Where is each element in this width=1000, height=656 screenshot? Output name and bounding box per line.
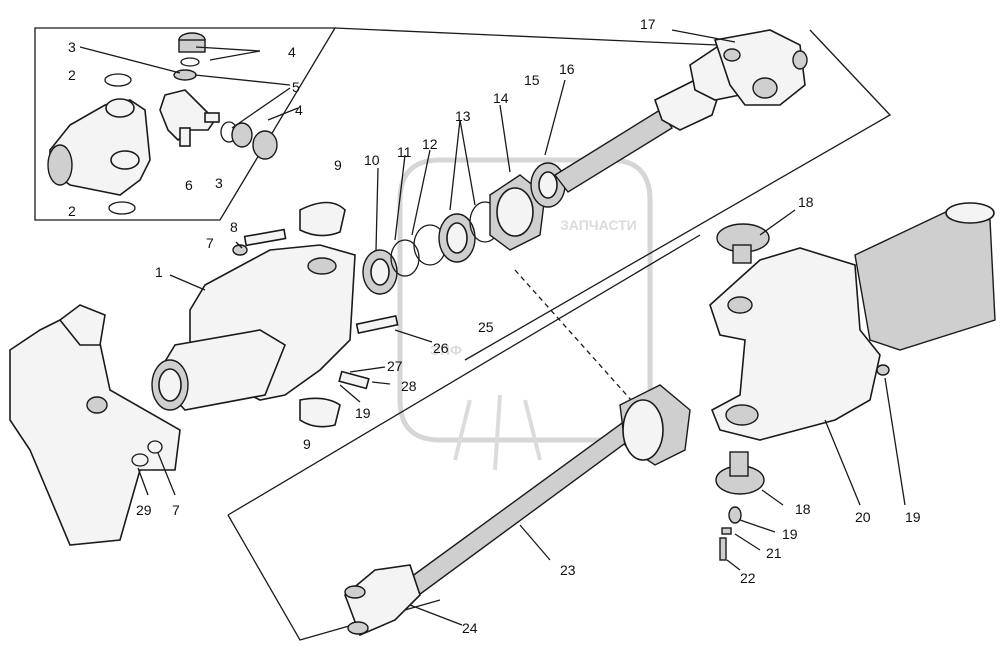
callout-24: 24 bbox=[462, 620, 478, 636]
callout-20: 20 bbox=[855, 509, 871, 525]
callout-labels: 1 2 2 3 3 4 4 5 6 7 7 8 9 9 10 11 12 13 … bbox=[68, 16, 921, 636]
callout-6: 6 bbox=[185, 177, 193, 193]
callout-29: 29 bbox=[136, 502, 152, 518]
callout-23: 23 bbox=[560, 562, 576, 578]
callout-25: 25 bbox=[478, 319, 494, 335]
inset-frame bbox=[34, 27, 337, 221]
callout-5: 5 bbox=[292, 79, 300, 95]
watermark-banner: ЗАПЧАСТИ bbox=[560, 217, 637, 233]
watermark-logo: ЭПФ bbox=[430, 342, 462, 358]
callout-12: 12 bbox=[422, 136, 438, 152]
lower-shaft bbox=[344, 384, 691, 637]
callout-9: 9 bbox=[303, 436, 311, 452]
callout-9: 9 bbox=[334, 157, 342, 173]
callout-19: 19 bbox=[905, 509, 921, 525]
needle-bearing-cap-right bbox=[231, 122, 253, 148]
callout-4: 4 bbox=[288, 44, 296, 60]
callout-26: 26 bbox=[433, 340, 449, 356]
callout-2: 2 bbox=[68, 67, 76, 83]
mounting-bracket bbox=[9, 304, 181, 546]
callout-17: 17 bbox=[640, 16, 656, 32]
callout-28: 28 bbox=[401, 378, 417, 394]
callout-19: 19 bbox=[782, 526, 798, 542]
wheat-emblem bbox=[453, 394, 542, 471]
callout-11: 11 bbox=[397, 144, 412, 160]
universal-joint-cross bbox=[159, 89, 217, 142]
callout-2: 2 bbox=[68, 203, 76, 219]
callout-1: 1 bbox=[155, 264, 163, 280]
callout-10: 10 bbox=[364, 152, 380, 168]
callout-27: 27 bbox=[387, 358, 403, 374]
upper-shaft bbox=[553, 29, 808, 193]
column-housing bbox=[151, 201, 399, 428]
callout-22: 22 bbox=[740, 570, 756, 586]
snap-ring-lower bbox=[108, 201, 136, 215]
steering-gear-bracket bbox=[709, 202, 996, 561]
callout-14: 14 bbox=[493, 90, 509, 106]
inset-parts bbox=[47, 32, 278, 215]
callout-7: 7 bbox=[172, 502, 180, 518]
bearing-stack bbox=[362, 162, 566, 295]
callout-19: 19 bbox=[355, 405, 371, 421]
callout-3: 3 bbox=[68, 39, 76, 55]
callout-4: 4 bbox=[295, 102, 303, 118]
callout-15: 15 bbox=[524, 72, 540, 88]
callout-13: 13 bbox=[455, 108, 471, 124]
callout-18: 18 bbox=[798, 194, 814, 210]
callout-21: 21 bbox=[766, 545, 782, 561]
leader-lines bbox=[79, 29, 906, 626]
callout-3: 3 bbox=[215, 175, 223, 191]
callout-8: 8 bbox=[230, 219, 238, 235]
callout-7: 7 bbox=[206, 235, 214, 251]
callout-16: 16 bbox=[559, 61, 575, 77]
callout-18: 18 bbox=[795, 501, 811, 517]
snap-ring-upper bbox=[104, 73, 132, 87]
